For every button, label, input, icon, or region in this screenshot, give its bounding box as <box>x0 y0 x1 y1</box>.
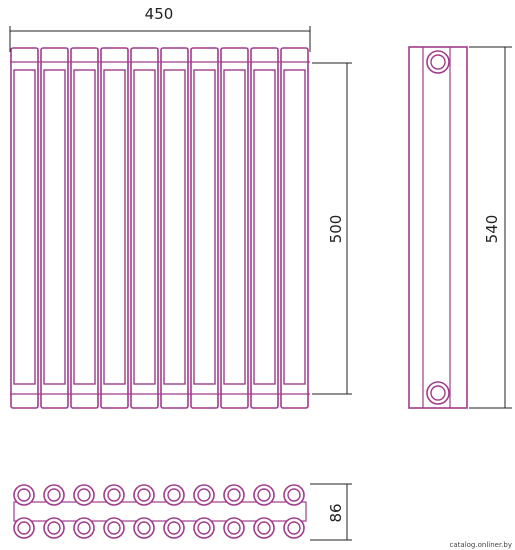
front-pipe-inner <box>77 488 91 502</box>
section-tube <box>70 47 99 409</box>
rear-pipe-outer <box>223 517 245 539</box>
rear-pipe-outer <box>163 517 185 539</box>
watermark: catalog.onliner.by <box>450 541 512 549</box>
front-pipe-outer <box>103 484 125 506</box>
section-tube <box>40 47 69 409</box>
rear-pipe-outer <box>193 517 215 539</box>
rear-pipe-inner <box>107 521 121 535</box>
section-tube <box>130 47 159 409</box>
section-tube <box>220 47 249 409</box>
section-tube <box>10 47 39 409</box>
top-connection-inner <box>430 54 446 70</box>
bottom-connection-inner <box>430 385 446 401</box>
section-tube-inner <box>73 69 96 385</box>
rear-pipe-inner <box>227 521 241 535</box>
front-pipe-inner <box>47 488 61 502</box>
front-pipe-outer <box>253 484 275 506</box>
dimension-lines <box>9 26 512 541</box>
section-tube-inner <box>253 69 276 385</box>
side-view <box>408 46 468 409</box>
top-view-collector <box>13 501 307 522</box>
rear-pipe-outer <box>73 517 95 539</box>
rear-pipe-inner <box>167 521 181 535</box>
front-pipe-outer <box>13 484 35 506</box>
top-connection-outer <box>426 50 450 74</box>
section-tube <box>280 47 309 409</box>
front-pipe-outer <box>133 484 155 506</box>
rear-pipe-inner <box>17 521 31 535</box>
front-pipe-inner <box>287 488 301 502</box>
front-pipe-outer <box>163 484 185 506</box>
rear-pipe-outer <box>133 517 155 539</box>
front-pipe-outer <box>43 484 65 506</box>
front-pipe-outer <box>73 484 95 506</box>
rear-pipe-inner <box>47 521 61 535</box>
front-pipe-inner <box>17 488 31 502</box>
rear-pipe-outer <box>103 517 125 539</box>
front-pipe-inner <box>107 488 121 502</box>
rear-pipe-inner <box>77 521 91 535</box>
depth-dimension-label: 86 <box>327 503 345 522</box>
side-body <box>408 46 468 409</box>
section-tube-inner <box>13 69 36 385</box>
section-tube <box>250 47 279 409</box>
rear-pipe-outer <box>283 517 305 539</box>
bottom-connection-outer <box>426 381 450 405</box>
front-pipe-inner <box>167 488 181 502</box>
top-view <box>13 484 307 539</box>
front-pipe-outer <box>223 484 245 506</box>
section-tube-inner <box>133 69 156 385</box>
rear-pipe-outer <box>13 517 35 539</box>
section-tube <box>160 47 189 409</box>
front-view <box>10 47 310 409</box>
rear-pipe-outer <box>253 517 275 539</box>
front-pipe-inner <box>137 488 151 502</box>
section-tube-inner <box>223 69 246 385</box>
width-dimension-label: 450 <box>145 5 174 23</box>
section-tube-inner <box>43 69 66 385</box>
front-pipe-inner <box>257 488 271 502</box>
rear-pipe-outer <box>43 517 65 539</box>
section-tube-inner <box>103 69 126 385</box>
rear-pipe-inner <box>197 521 211 535</box>
rear-pipe-inner <box>137 521 151 535</box>
front-pipe-outer <box>283 484 305 506</box>
rear-pipe-inner <box>257 521 271 535</box>
section-tube-inner <box>163 69 186 385</box>
section-tube <box>190 47 219 409</box>
front-pipe-inner <box>227 488 241 502</box>
section-tube-inner <box>193 69 216 385</box>
front-pipe-outer <box>193 484 215 506</box>
section-tube <box>100 47 129 409</box>
front-pipe-inner <box>197 488 211 502</box>
rear-pipe-inner <box>287 521 301 535</box>
section-height-dimension-label: 500 <box>327 215 345 244</box>
section-tube-inner <box>283 69 306 385</box>
total-height-dimension-label: 540 <box>483 215 501 244</box>
